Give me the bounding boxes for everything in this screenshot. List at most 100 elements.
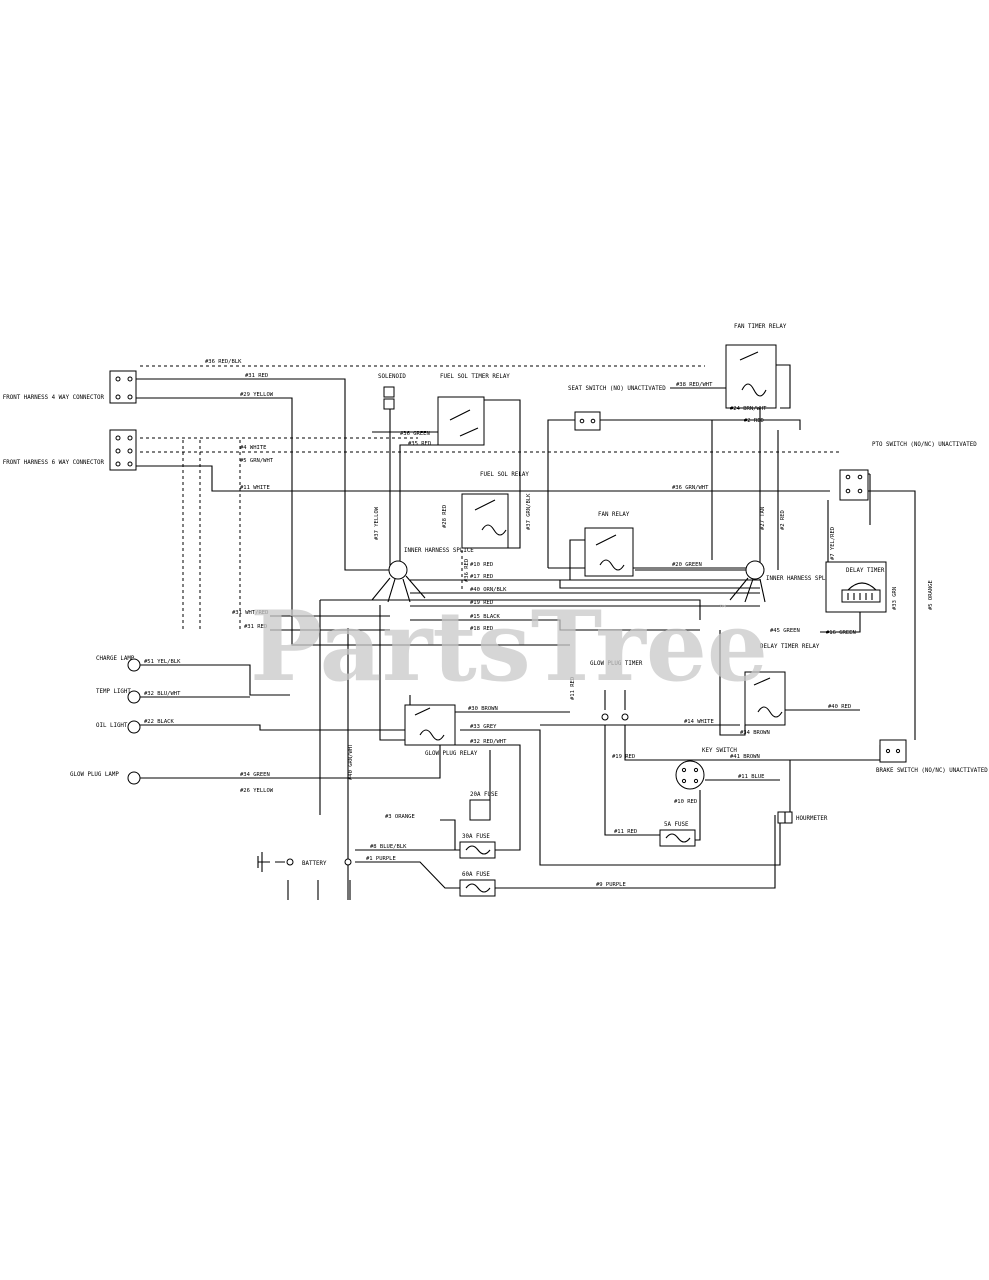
label-glow-plug-timer: GLOW PLUG TIMER bbox=[590, 661, 643, 667]
label-temp-light: TEMP LIGHT bbox=[96, 689, 131, 695]
wire-29-yellow bbox=[135, 397, 570, 646]
wire-label-v-37-yellow: #37 YELLOW bbox=[374, 506, 380, 540]
wire-fuel-d bbox=[480, 399, 521, 549]
wire-brake bbox=[780, 745, 881, 761]
label-glow-plug-relay: GLOW PLUG RELAY bbox=[425, 751, 478, 757]
wire-label-v-27-tan: #27 TAN bbox=[760, 507, 766, 530]
label-battery: BATTERY bbox=[302, 861, 327, 867]
wire-3-orange bbox=[440, 819, 456, 850]
label-fuse-20a: 20A FUSE bbox=[470, 792, 498, 798]
wire-label-31-wht-red: #31 WHT/RED bbox=[232, 610, 268, 616]
wire-label-40-red: #40 RED bbox=[828, 704, 851, 710]
wire-41-brown bbox=[690, 759, 791, 815]
component-temp-light: TEMP LIGHT bbox=[96, 689, 141, 704]
component-fuse-60a: 60A FUSE bbox=[459, 872, 496, 897]
wire-labels: #36 RED/BLK #31 RED #29 YELLOW #4 WHITE … bbox=[144, 359, 856, 888]
label-fan-relay: FAN RELAY bbox=[598, 512, 630, 518]
wire-label-45-green: #45 GREEN bbox=[770, 628, 800, 634]
component-battery: BATTERY bbox=[257, 852, 352, 872]
component-delay-timer-relay: DELAY TIMER RELAY bbox=[744, 644, 820, 726]
label-fuse-60a: 60A FUSE bbox=[462, 872, 490, 878]
wire-20-mid bbox=[320, 599, 701, 620]
wire-label-v-28-red: #28 RED bbox=[442, 505, 448, 528]
wire-label-11-red: #11 RED bbox=[614, 829, 637, 835]
component-hourmeter: HOURMETER bbox=[777, 811, 828, 824]
component-charge-lamp: CHARGE LAMP bbox=[96, 656, 141, 672]
wire-label-19-red-b: #19 RED bbox=[612, 754, 635, 760]
wire-label-14-white: #14 WHITE bbox=[684, 719, 714, 725]
wire-pto-b bbox=[850, 490, 916, 740]
wire-label-v-7-yelred: #7 YEL/RED bbox=[830, 527, 836, 560]
label-charge-lamp: CHARGE LAMP bbox=[96, 656, 135, 662]
wire-charge bbox=[140, 664, 290, 696]
wire-label-31-red: #31 RED bbox=[245, 373, 268, 379]
wire-labels-vertical: #37 YELLOW #28 RED #37 GRN/BLK #36 RED #… bbox=[348, 493, 934, 780]
wire-label-15-black: #15 BLACK bbox=[470, 614, 500, 620]
wire-label-38-redwht: #38 RED/WHT bbox=[676, 382, 713, 388]
wire-label-26-yellow: #26 YELLOW bbox=[240, 788, 274, 794]
wire-label-3-orange: #3 ORANGE bbox=[385, 814, 415, 820]
component-fuel-sol-relay: FUEL SOL RELAY bbox=[461, 472, 529, 549]
wire-oil bbox=[140, 724, 440, 731]
component-key-switch: KEY SWITCH bbox=[675, 748, 737, 790]
wire-label-17-red: #17 RED bbox=[470, 574, 493, 580]
wire-label-31-red-b: #31 RED bbox=[244, 624, 267, 630]
wire-label-24-brnwht: #24 BRN/WHT bbox=[730, 406, 767, 412]
label-front-harness-4: FRONT HARNESS 4 WAY CONNECTOR bbox=[3, 395, 105, 401]
wire-label-36-green: #36 GREEN bbox=[400, 431, 430, 437]
wire-label-v-33-grn: #33 GRN bbox=[892, 587, 898, 610]
wire-label-9-purple: #9 PURPLE bbox=[596, 882, 626, 888]
component-fuel-sol-timer: FUEL SOL TIMER RELAY bbox=[437, 374, 510, 446]
wire-seat bbox=[547, 419, 575, 568]
wire-9-purple bbox=[495, 815, 776, 889]
label-fuse-30a: 30A FUSE bbox=[462, 834, 490, 840]
wire-label-11-blue: #11 BLUE bbox=[738, 774, 765, 780]
wire-31-red bbox=[135, 378, 390, 571]
wire-label-22-black: #22 BLACK bbox=[144, 719, 174, 725]
wire-17-red bbox=[410, 579, 760, 589]
wire-2-red bbox=[712, 419, 801, 430]
wire-label-v-2-red: #2 RED bbox=[780, 510, 786, 530]
wire-33-grey bbox=[460, 729, 781, 866]
wire-16-green bbox=[820, 605, 861, 633]
label-front-harness-6: FRONT HARNESS 6 WAY CONNECTOR bbox=[3, 460, 105, 466]
wire-label-16-green: #16 GREEN bbox=[826, 630, 856, 636]
label-fuse-5a: 5A FUSE bbox=[664, 822, 689, 828]
wire-glow-a bbox=[379, 605, 405, 741]
wire-label-34-brown: #34 BROWN bbox=[740, 730, 770, 736]
wire-label-2-red: #2 RED bbox=[744, 418, 764, 424]
component-brake-switch: BRAKE SWITCH (NO/NC) UNACTIVATED bbox=[876, 739, 988, 774]
wire-label-20-green: #20 GREEN bbox=[672, 562, 702, 568]
label-fan-timer-relay: FAN TIMER RELAY bbox=[734, 324, 787, 330]
label-glow-plug-lamp: GLOW PLUG LAMP bbox=[70, 772, 119, 778]
wire-gp-timer bbox=[604, 690, 660, 836]
wire-label-30-brown: #30 BROWN bbox=[468, 706, 498, 712]
wire-label-v-40-grnwht: #40 GRN/WHT bbox=[348, 743, 354, 780]
wire-label-1-purple: #1 PURPLE bbox=[366, 856, 396, 862]
wire-label-32-redwht: #32 RED/WHT bbox=[470, 739, 507, 745]
component-splice-right: INNER HARNESS SPLICE bbox=[729, 560, 836, 603]
label-seat-switch: SEAT SWITCH (NO) UNACTIVATED bbox=[568, 386, 666, 392]
component-solenoid: SOLENOID bbox=[378, 374, 406, 410]
wire-label-4-white: #4 WHITE bbox=[240, 445, 267, 451]
wire-1-purple bbox=[355, 861, 460, 889]
label-delay-timer: DELAY TIMER bbox=[846, 568, 885, 574]
label-fuel-sol-relay: FUEL SOL RELAY bbox=[480, 472, 529, 478]
component-front-harness-6: FRONT HARNESS 6 WAY CONNECTOR bbox=[3, 429, 137, 471]
label-splice-right: INNER HARNESS SPLICE bbox=[766, 576, 836, 582]
wire-label-v-36-red: #36 RED bbox=[464, 559, 470, 582]
wire-glow-lamp bbox=[140, 745, 441, 779]
wire-label-35-red: #35 RED bbox=[408, 441, 431, 447]
component-front-harness-4: FRONT HARNESS 4 WAY CONNECTOR bbox=[3, 370, 137, 404]
label-hourmeter: HOURMETER bbox=[796, 816, 828, 822]
component-fuse-20a: 20A FUSE bbox=[469, 792, 498, 821]
component-fan-relay: FAN RELAY bbox=[584, 512, 634, 577]
label-fuel-sol-timer: FUEL SOL TIMER RELAY bbox=[440, 374, 510, 380]
component-splice-left: INNER HARNESS SPLICE bbox=[371, 548, 474, 603]
wire-label-10-red: #10 RED bbox=[470, 562, 493, 568]
label-splice-left: INNER HARNESS SPLICE bbox=[404, 548, 474, 554]
component-pto-switch: PTO SWITCH (NO/NC) UNACTIVATED bbox=[839, 442, 977, 501]
label-oil-light: OIL LIGHT bbox=[96, 723, 128, 729]
wire-18-red bbox=[410, 619, 700, 631]
wire-label-34-green: #34 GREEN bbox=[240, 772, 270, 778]
